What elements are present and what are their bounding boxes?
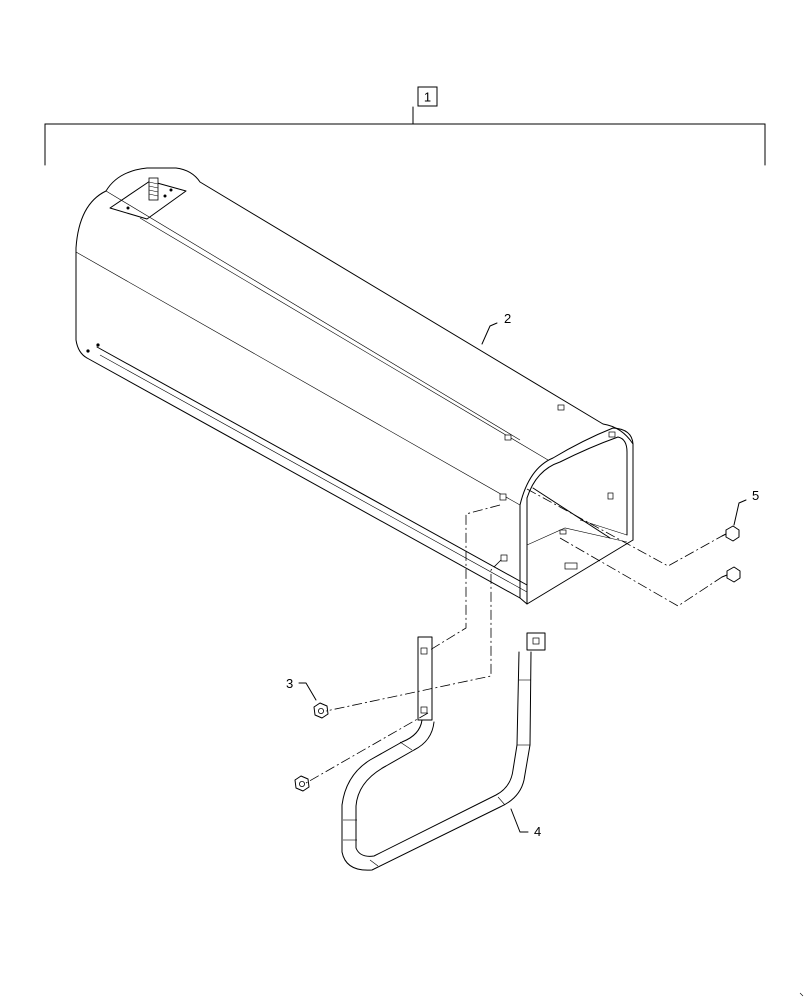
callout-3: 3 [286,676,317,701]
stud-icon [148,177,159,201]
callout-1-label: 1 [424,90,431,105]
callout-2: 2 [481,311,511,345]
mount-plate [109,180,187,220]
corner-mark [799,992,804,997]
assembly-lines [305,488,723,784]
callout-2-label: 2 [504,311,511,326]
shield-body [75,167,634,605]
nut-icon-upper [313,702,329,719]
callout-4-label: 4 [534,824,541,839]
callout-5-label: 5 [752,488,759,503]
handle [341,632,546,871]
callout-4: 4 [510,808,541,839]
shield-slots [499,404,616,570]
bolt-icon-upper [721,525,740,542]
callout-1: 1 [417,86,438,107]
nut-icon-lower [294,775,310,792]
callout-5: 5 [733,488,759,526]
callout-3-label: 3 [286,676,293,691]
assembly-bracket [44,106,766,166]
bolt-icon-lower [721,566,741,583]
